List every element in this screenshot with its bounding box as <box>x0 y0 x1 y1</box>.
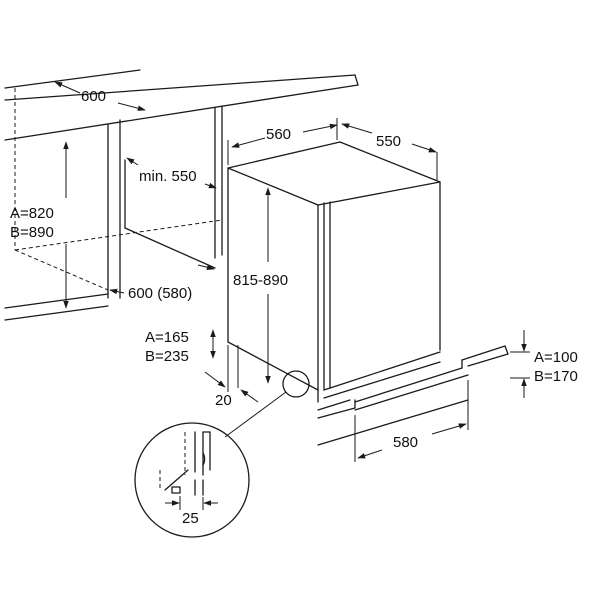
label-niche-depth: 600 (580) <box>128 285 192 302</box>
label-plinth-height-a: A=100 <box>534 349 578 366</box>
label-niche-depth-min: min. 550 <box>139 168 197 185</box>
label-appliance-width: 560 <box>266 126 291 143</box>
dimension-lines <box>54 81 530 506</box>
label-niche-height-b: B=890 <box>10 224 54 241</box>
appliance-body <box>227 141 441 403</box>
label-plinth-a: A=165 <box>145 329 189 346</box>
plinth-board <box>317 345 509 446</box>
label-recess: 20 <box>215 392 232 409</box>
label-plinth-b: B=235 <box>145 348 189 365</box>
label-niche-width: 600 <box>81 88 106 105</box>
label-appliance-height: 815-890 <box>233 272 288 289</box>
label-detail-gap: 25 <box>182 510 199 527</box>
detail-callout <box>134 370 310 538</box>
label-plinth-width: 580 <box>393 434 418 451</box>
label-plinth-height-b: B=170 <box>534 368 578 385</box>
label-appliance-depth: 550 <box>376 133 401 150</box>
niche-outline <box>4 69 359 321</box>
label-niche-height-a: A=820 <box>10 205 54 222</box>
